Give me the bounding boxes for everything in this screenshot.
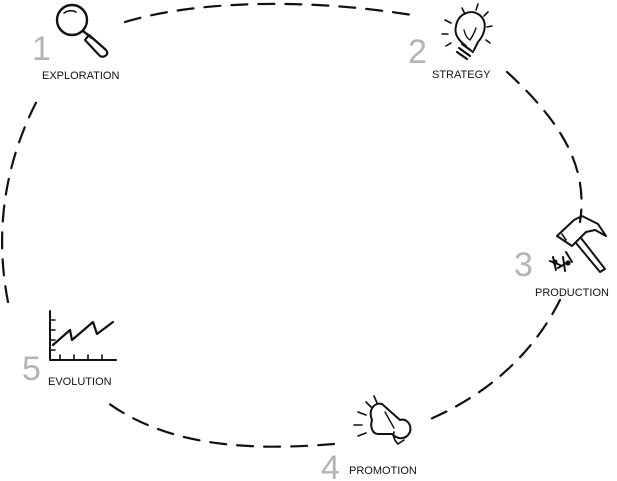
stage-strategy: 2 STRATEGY bbox=[408, 3, 493, 81]
connector-1-2 bbox=[123, 2, 414, 24]
stage-number: 4 bbox=[321, 449, 340, 481]
connector-3-4 bbox=[426, 298, 562, 422]
connector-5-1 bbox=[1, 93, 42, 304]
megaphone-icon bbox=[353, 395, 412, 445]
stage-label: PROMOTION bbox=[349, 465, 417, 477]
stage-promotion: 4 PROMOTION bbox=[321, 395, 417, 481]
growth-chart-icon bbox=[49, 310, 117, 361]
stage-number: 2 bbox=[408, 33, 427, 71]
hammer-nails-icon bbox=[549, 215, 607, 273]
magnifier-icon bbox=[55, 3, 109, 58]
stage-production: 3 PRODUCTION bbox=[514, 215, 609, 299]
stage-label: EXPLORATION bbox=[42, 70, 119, 82]
stage-label: EVOLUTION bbox=[48, 376, 112, 388]
lightbulb-icon bbox=[441, 3, 493, 61]
cycle-path bbox=[1, 2, 583, 448]
stage-number: 3 bbox=[514, 246, 533, 284]
connector-2-3 bbox=[505, 70, 583, 224]
connector-4-5 bbox=[102, 398, 336, 448]
stage-number: 5 bbox=[22, 350, 41, 388]
stage-label: PRODUCTION bbox=[535, 287, 609, 299]
stage-label: STRATEGY bbox=[432, 69, 491, 81]
stage-number: 1 bbox=[32, 30, 51, 68]
stage-exploration: 1 EXPLORATION bbox=[32, 3, 119, 82]
stage-evolution: 5 EVOLUTION bbox=[22, 310, 117, 388]
